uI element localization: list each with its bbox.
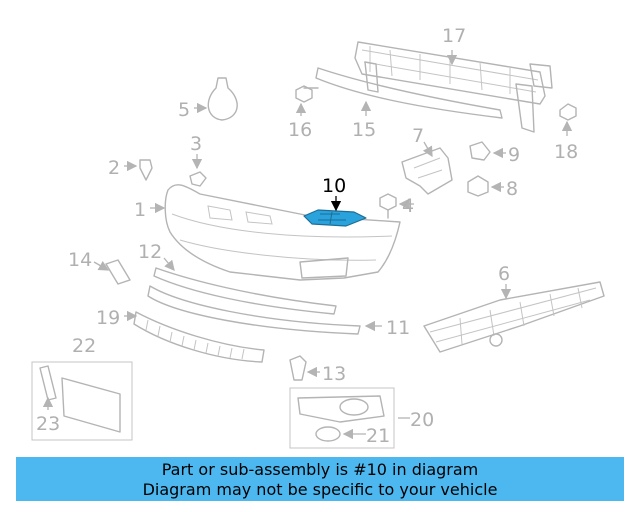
info-banner: Part or sub-assembly is #10 in diagram D… bbox=[16, 457, 624, 501]
part-4-bolt[interactable] bbox=[379, 193, 397, 219]
part-13-clip[interactable] bbox=[289, 355, 307, 381]
callout-12: 12 bbox=[138, 241, 162, 263]
part-3-clip[interactable] bbox=[189, 171, 207, 187]
callout-15: 15 bbox=[352, 119, 376, 141]
callout-8: 8 bbox=[506, 178, 518, 200]
callout-21: 21 bbox=[366, 425, 390, 447]
callout-10: 10 bbox=[322, 175, 346, 197]
part-14-bracket[interactable] bbox=[105, 259, 131, 285]
callout-22: 22 bbox=[72, 335, 96, 357]
callout-7: 7 bbox=[412, 125, 424, 147]
part-16-bolt[interactable] bbox=[295, 85, 319, 103]
part-1-bumper-cover[interactable] bbox=[164, 184, 401, 281]
part-22-plate-bracket-group[interactable] bbox=[31, 361, 133, 441]
part-20-fog-cover-group[interactable] bbox=[289, 387, 395, 449]
callout-9: 9 bbox=[508, 144, 520, 166]
part-12-trim-strip[interactable] bbox=[153, 267, 337, 315]
part-11-spoiler[interactable] bbox=[147, 285, 361, 335]
part-18-bolt[interactable] bbox=[559, 103, 577, 121]
part-2-screw[interactable] bbox=[139, 159, 153, 181]
callout-20: 20 bbox=[410, 409, 434, 431]
callout-18: 18 bbox=[554, 141, 578, 163]
callout-19: 19 bbox=[96, 307, 120, 329]
banner-line-2: Diagram may not be specific to your vehi… bbox=[142, 480, 498, 499]
callout-17: 17 bbox=[442, 25, 466, 47]
callout-5: 5 bbox=[178, 99, 190, 121]
callout-14: 14 bbox=[68, 249, 92, 271]
banner-line-1: Part or sub-assembly is #10 in diagram bbox=[161, 460, 479, 479]
callout-2: 2 bbox=[108, 157, 120, 179]
callout-4: 4 bbox=[402, 195, 414, 217]
part-15-absorber[interactable] bbox=[315, 67, 503, 119]
part-8-nut[interactable] bbox=[467, 175, 489, 197]
callout-23: 23 bbox=[36, 413, 60, 435]
part-9-clip[interactable] bbox=[469, 141, 491, 161]
callout-6: 6 bbox=[498, 263, 510, 285]
part-5-cover[interactable] bbox=[207, 77, 238, 121]
callout-16: 16 bbox=[288, 119, 312, 141]
callout-11: 11 bbox=[386, 317, 410, 339]
callout-1: 1 bbox=[134, 199, 146, 221]
part-6-absorber[interactable] bbox=[423, 281, 605, 353]
callout-3: 3 bbox=[190, 133, 202, 155]
part-7-bracket[interactable] bbox=[401, 147, 453, 195]
part-19-lower-grille[interactable] bbox=[133, 311, 265, 363]
callout-13: 13 bbox=[322, 363, 346, 385]
part-10-highlighted-bracket[interactable] bbox=[303, 209, 367, 227]
